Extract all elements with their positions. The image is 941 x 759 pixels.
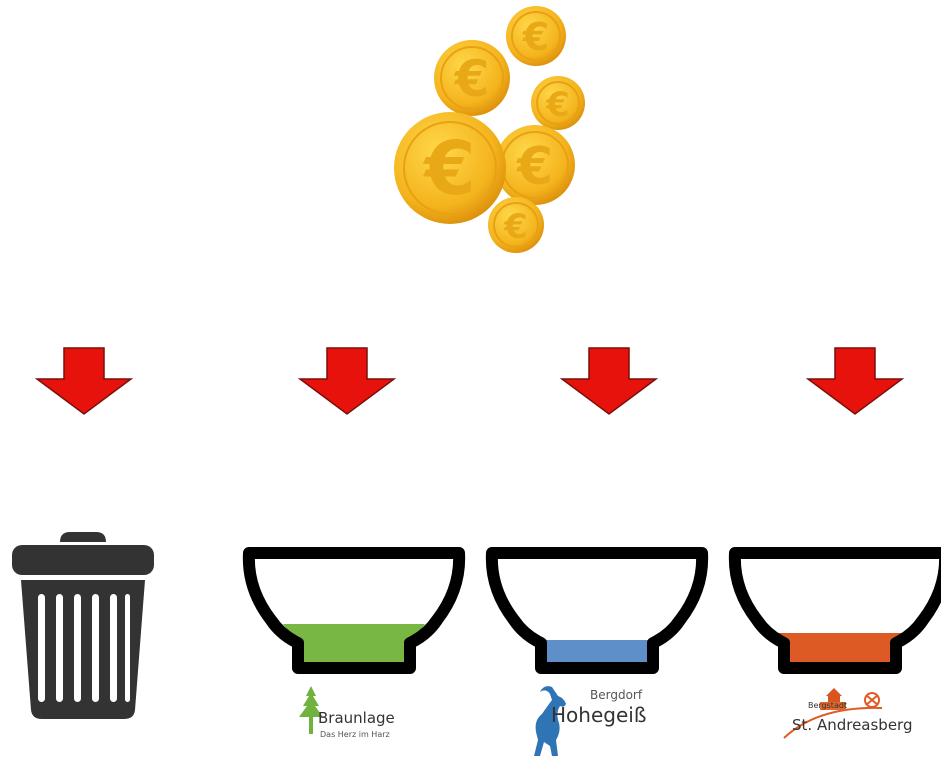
logo-title: Braunlage — [318, 709, 395, 727]
logo-subtitle: Das Herz im Harz — [320, 730, 390, 739]
coin: € — [434, 40, 510, 116]
logo-st-andreasberg: Bergstadt St. Andreasberg — [778, 686, 918, 752]
arrow-down-icon — [36, 347, 132, 415]
coin: € — [506, 6, 566, 66]
trash-bin-icon — [12, 528, 154, 720]
logo-title: Bergstadt — [808, 701, 847, 710]
coin: € — [394, 112, 506, 224]
logo-subtitle: St. Andreasberg — [792, 716, 912, 734]
euro-symbol: € — [454, 50, 490, 108]
euro-coins-icon: € € € € € € — [390, 5, 590, 260]
arrow-down-icon — [561, 347, 657, 415]
euro-symbol: € — [522, 15, 549, 59]
bowl-icon — [484, 545, 710, 673]
logo-title: Bergdorf — [590, 688, 642, 702]
euro-symbol: € — [503, 207, 528, 247]
euro-symbol: € — [516, 137, 553, 197]
bowl-icon — [727, 545, 941, 673]
bowl-fill — [283, 624, 425, 664]
arrow-down-icon — [807, 347, 903, 415]
arrow-down-icon — [299, 347, 395, 415]
logo-hohegeiss: Bergdorf Hohegeiß — [530, 684, 670, 756]
coin: € — [531, 76, 585, 130]
euro-symbol: € — [545, 85, 570, 125]
bowl-icon — [241, 545, 467, 673]
euro-symbol: € — [422, 126, 476, 212]
coin: € — [495, 125, 575, 205]
coin: € — [488, 197, 544, 253]
bowl-fill — [777, 633, 903, 664]
logo-braunlage: Braunlage Das Herz im Harz — [296, 686, 426, 754]
logo-subtitle: Hohegeiß — [551, 703, 646, 727]
